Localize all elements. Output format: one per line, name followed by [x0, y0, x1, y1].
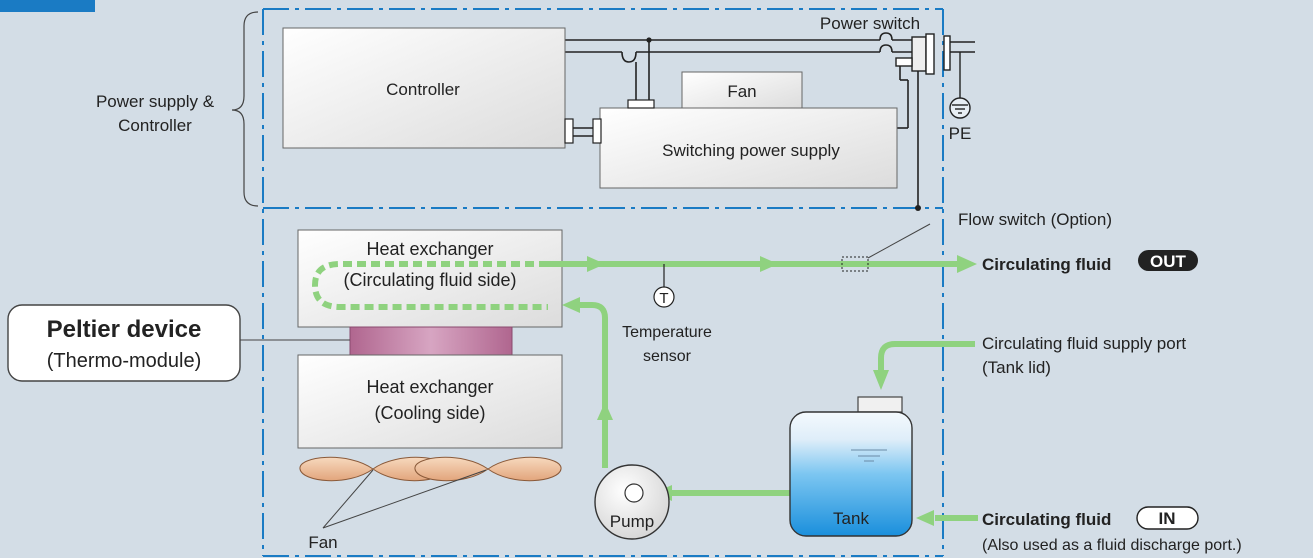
heat-exchanger-bottom-label-2: (Cooling side) — [374, 403, 485, 423]
power-switch — [895, 33, 961, 98]
temperature-sensor-label-1: Temperature — [622, 324, 712, 341]
tank-lid — [857, 396, 903, 413]
pump-impeller-icon — [624, 483, 644, 503]
fan-left-icon — [299, 456, 447, 482]
heat-exchanger-top-label-2: (Circulating fluid side) — [343, 270, 516, 290]
peltier-callout — [7, 304, 241, 382]
pe-ground-icon — [949, 97, 971, 119]
heat-exchanger-top-label-1: Heat exchanger — [366, 239, 493, 259]
fan-leaders — [322, 469, 487, 529]
controller-box — [282, 27, 566, 149]
peltier-title: Peltier device — [47, 316, 202, 343]
pump-label: Pump — [610, 512, 654, 531]
peltier-module — [349, 326, 513, 356]
power-switch-label: Power switch — [820, 14, 920, 33]
heat-exchanger-circulating — [297, 229, 563, 328]
heat-exchanger-bottom-label-1: Heat exchanger — [366, 377, 493, 397]
switching-power-supply-box — [599, 107, 898, 189]
flow-switch — [841, 256, 869, 272]
temperature-sensor-icon — [653, 286, 675, 308]
internal-flow-loop — [311, 261, 548, 310]
heat-exchanger-cooling — [297, 354, 563, 449]
tank — [789, 411, 913, 537]
temperature-sensor-label-2: sensor — [643, 348, 692, 365]
flow-switch-leader — [867, 223, 931, 259]
in-badge-text: IN — [1159, 509, 1176, 528]
corner-tab — [0, 0, 95, 12]
section-boundaries — [262, 8, 944, 557]
peltier-subtitle: (Thermo-module) — [47, 350, 201, 372]
switching-power-supply-label: Switching power supply — [662, 141, 840, 160]
fluid-flow-lines — [548, 261, 978, 521]
temperature-symbol: T — [659, 290, 668, 307]
supply-port-label-1: Circulating fluid supply port — [982, 334, 1186, 353]
fluid-flow-arrows — [562, 255, 977, 526]
in-label: Circulating fluid — [982, 510, 1111, 529]
tank-label: Tank — [833, 509, 869, 528]
fan-right-icon — [414, 456, 562, 482]
out-label: Circulating fluid — [982, 255, 1111, 274]
out-badge — [1138, 250, 1198, 271]
brace-label-1: Power supply & — [96, 92, 215, 111]
section-brace — [231, 11, 259, 207]
connector — [564, 99, 655, 144]
fan-label: Fan — [308, 533, 337, 552]
out-badge-text: OUT — [1150, 252, 1187, 271]
fan-box-label: Fan — [727, 82, 756, 101]
in-note: (Also used as a fluid discharge port.) — [982, 537, 1242, 554]
in-badge — [1136, 506, 1199, 530]
pe-label: PE — [949, 124, 972, 143]
brace-label-2: Controller — [118, 116, 192, 135]
controller-label: Controller — [386, 80, 460, 99]
supply-port-label-2: (Tank lid) — [982, 358, 1051, 377]
junction-dot — [646, 37, 652, 43]
junction-dot — [915, 205, 921, 211]
flow-switch-label: Flow switch (Option) — [958, 210, 1112, 229]
water-level-icon — [851, 449, 887, 462]
